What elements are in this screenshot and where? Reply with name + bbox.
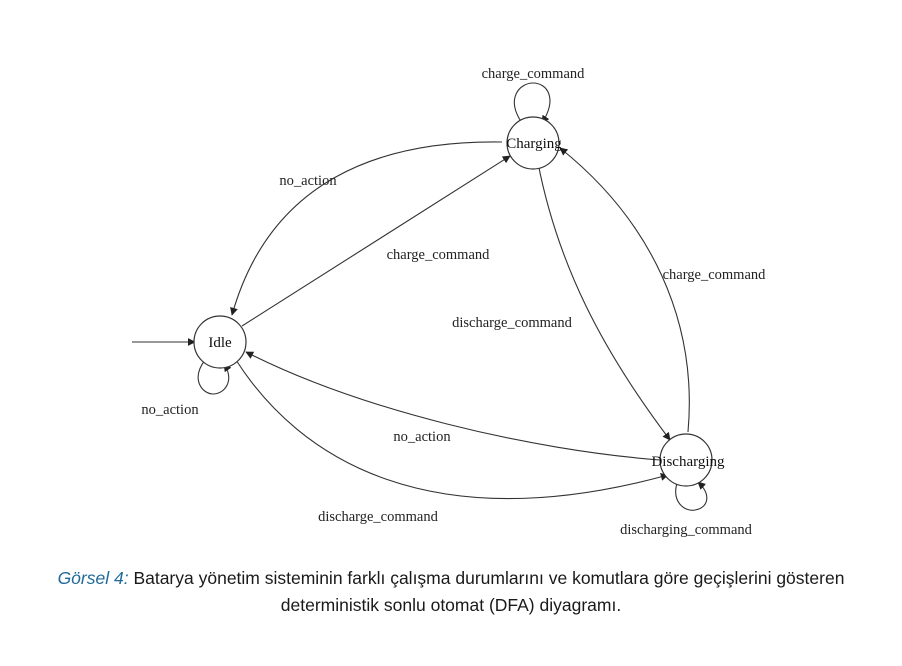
state-charging (506, 116, 560, 170)
state-discharging (659, 433, 713, 487)
edge-idle-self (197, 359, 232, 395)
figure-caption: Görsel 4: Batarya yönetim sisteminin far… (30, 565, 872, 619)
dfa-diagram: Charging Idle Discharging charge_command… (132, 66, 767, 538)
edge-discharging-self (675, 479, 708, 511)
state-idle (193, 315, 247, 369)
label-charging-to-discharging: discharge_command (452, 315, 572, 331)
label-charging-self: charge_command (482, 66, 586, 82)
label-discharging-self: discharging_command (620, 522, 753, 538)
caption-prefix: Görsel 4: (57, 568, 129, 588)
state-label-idle: Idle (208, 335, 232, 351)
label-idle-to-charging: charge_command (387, 247, 491, 263)
state-label-discharging: Discharging (651, 454, 725, 470)
edge-discharging-to-charging (559, 147, 690, 433)
label-discharging-to-charging: charge_command (663, 267, 767, 283)
state-label-charging: Charging (506, 136, 562, 152)
label-idle-to-discharging: discharge_command (318, 509, 438, 525)
edge-idle-to-charging (241, 155, 511, 327)
edge-charging-to-idle (230, 141, 503, 316)
label-idle-self: no_action (141, 402, 199, 418)
edge-charging-self (513, 82, 551, 124)
edge-idle-to-discharging (235, 359, 669, 500)
edge-discharging-to-idle (245, 351, 661, 461)
label-charging-to-idle: no_action (279, 173, 337, 189)
caption-text: Batarya yönetim sisteminin farklı çalışm… (133, 568, 845, 615)
edge-charging-to-discharging (537, 162, 671, 441)
label-discharging-to-idle: no_action (393, 429, 451, 445)
